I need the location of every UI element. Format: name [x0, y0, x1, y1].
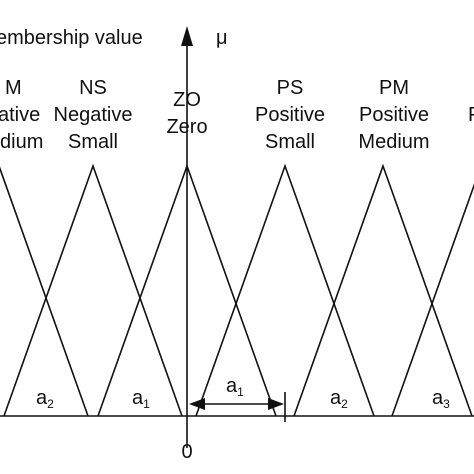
set-code: M — [5, 77, 22, 99]
interval-label-left-a2: a2 — [36, 387, 54, 411]
origin-label: 0 — [181, 441, 192, 463]
interval-label-right-a2: a2 — [330, 387, 348, 411]
mf-ns-triangle — [3, 163, 183, 417]
set-label-nm: M ative dium — [0, 77, 43, 153]
interval-index: 3 — [443, 397, 450, 411]
interval-index: 1 — [237, 385, 244, 399]
set-line1: Negative — [54, 104, 133, 126]
set-code: NS — [79, 77, 107, 99]
interval-index: 1 — [143, 397, 150, 411]
set-line1: Positive — [359, 104, 429, 126]
dimension-arrowhead-left — [189, 398, 205, 410]
interval-letter: a — [36, 387, 48, 409]
set-code: PM — [379, 77, 409, 99]
interval-letter: a — [132, 387, 144, 409]
set-label-ps: PS Positive Small — [255, 77, 325, 153]
interval-letter: a — [432, 387, 444, 409]
set-line1: Positive — [255, 104, 325, 126]
set-label-zo: ZO Zero — [166, 89, 207, 138]
set-line2: Small — [265, 131, 315, 153]
interval-index: 2 — [47, 397, 54, 411]
interval-label-right-a3: a3 — [432, 387, 450, 411]
y-axis-label: embership value — [0, 27, 143, 49]
y-axis-arrowhead — [181, 26, 193, 46]
set-line2: dium — [0, 131, 43, 153]
set-line2: Small — [68, 131, 118, 153]
set-line2: Medium — [358, 131, 429, 153]
dimension-arrowhead-right — [268, 398, 284, 410]
mf-ps-triangle — [195, 163, 375, 417]
set-label-pb: P — [468, 104, 474, 126]
interval-label-right-a1: a1 — [226, 375, 244, 399]
set-label-pm: PM Positive Medium — [358, 77, 429, 153]
set-label-ns: NS Negative Small — [54, 77, 133, 153]
interval-index: 2 — [341, 397, 348, 411]
mf-nm-triangle — [0, 166, 89, 417]
mf-zo-triangle — [97, 163, 277, 417]
interval-letter: a — [226, 375, 238, 397]
set-line1: ative — [0, 104, 40, 126]
interval-letter: a — [330, 387, 342, 409]
set-code: P — [468, 104, 474, 126]
mf-pb-triangle — [391, 183, 474, 417]
set-code: PS — [277, 77, 304, 99]
y-axis-symbol: μ — [216, 27, 228, 49]
mf-pm-triangle — [293, 163, 473, 417]
interval-label-left-a1: a1 — [132, 387, 150, 411]
set-code: ZO — [173, 89, 201, 111]
set-line1: Zero — [166, 116, 207, 138]
